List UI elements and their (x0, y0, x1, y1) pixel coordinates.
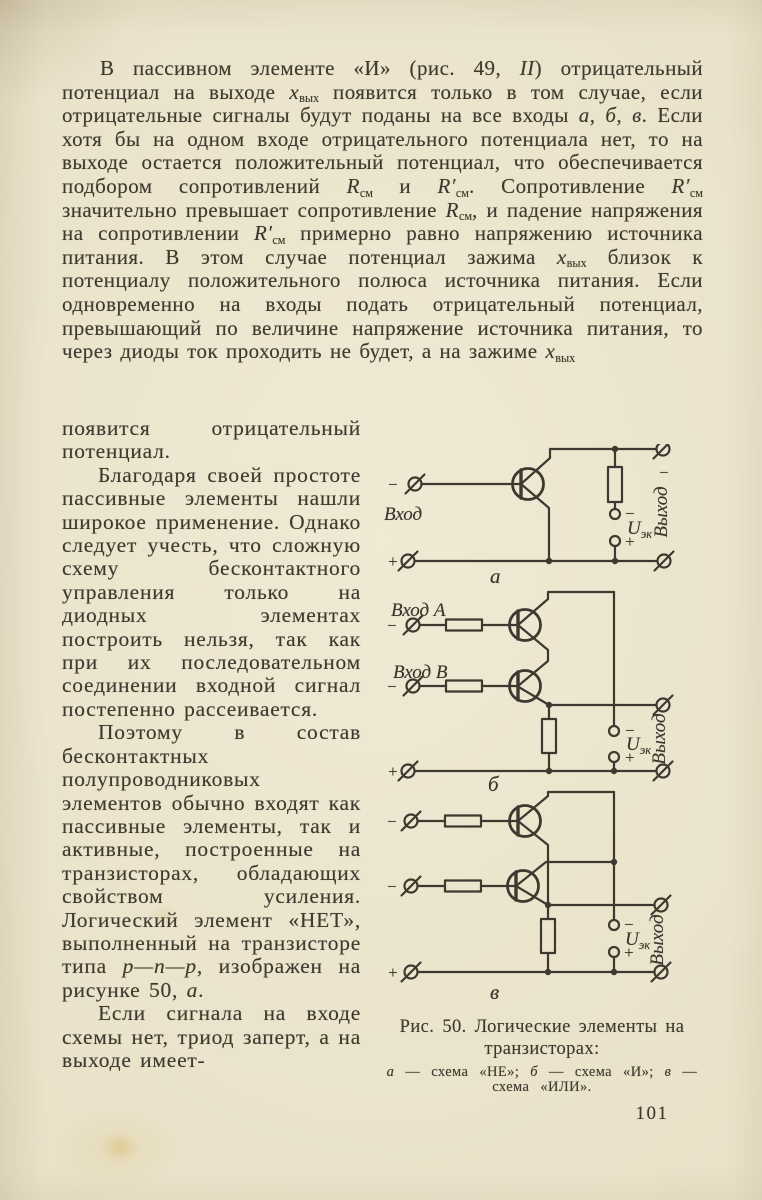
battery-minus-terminal-icon (607, 724, 621, 738)
bottom-plus-sign: + (387, 762, 398, 781)
junction-dot (545, 557, 553, 565)
junction-dot (610, 767, 618, 775)
junction-dot (544, 968, 552, 976)
input-a-label: Вход А (391, 600, 446, 621)
input-label: Вход (384, 504, 422, 525)
load-resistor (539, 917, 557, 955)
junction-dot (610, 968, 618, 976)
paragraph-active-elements: Поэтому в состав бесконтактных полупрово… (62, 720, 361, 1002)
input-1-terminal-icon (400, 810, 422, 832)
junction-dot (611, 557, 619, 565)
battery-plus-terminal-icon (607, 945, 621, 959)
input-b-minus-sign: − (386, 677, 397, 696)
page-number: 101 (635, 1103, 669, 1124)
output-label: Выход (647, 914, 668, 965)
bottom-plus-sign: + (387, 552, 398, 571)
caption-title: Рис. 50. Логические элементы на транзист… (399, 1017, 685, 1059)
load-resistor (540, 717, 558, 755)
output-top-terminal-icon (650, 894, 672, 916)
supply-voltage-label: Uэк (626, 734, 651, 757)
input-a-resistor (444, 618, 484, 632)
output-bottom-terminal-icon (653, 550, 675, 572)
circuit-and: Вход А Вход В − − − + + Uэк Выход б (386, 590, 674, 796)
junction-dot (544, 901, 552, 909)
battery-minus-sign: − (624, 721, 635, 740)
input-minus-sign: − (387, 475, 398, 494)
bottom-left-terminal-icon (400, 961, 422, 983)
input-2-resistor (443, 879, 483, 893)
circuit-or: − − − + + Uэк Выход в (386, 790, 672, 1004)
paragraph-no-signal: Если сигнала на входе схемы нет, триод з… (62, 1001, 361, 1072)
battery-plus-sign: + (624, 748, 635, 767)
paragraph-passive-elements: Благодаря своей простоте пассивные элеме… (62, 462, 361, 721)
battery-plus-terminal-icon (608, 534, 622, 548)
supply-voltage-label: Uэк (625, 929, 650, 952)
junction-dot (611, 445, 619, 453)
bottom-left-terminal-icon (397, 550, 419, 572)
circuit-not: − + − + − Uэк Вход Выход а (384, 444, 675, 588)
scheme-v-letter: в (490, 980, 499, 1004)
paragraph-continuation: появится отрицательный потенциал. (62, 416, 361, 464)
input-b-label: Вход В (393, 662, 448, 683)
battery-minus-sign: − (624, 504, 635, 523)
battery-minus-sign: − (623, 915, 634, 934)
output-top-terminal-icon (652, 694, 674, 716)
battery-minus-terminal-icon (608, 507, 622, 521)
output-polarity-minus-sign: − (658, 463, 669, 482)
input-1-resistor (443, 814, 483, 828)
battery-plus-sign: + (623, 943, 634, 962)
scheme-a-letter: а (490, 564, 501, 588)
input-terminal-icon (404, 473, 426, 495)
caption-legend: а — схема «НЕ»; б — схема «И»; в — схема… (386, 1064, 698, 1095)
battery-plus-terminal-icon (607, 750, 621, 764)
wires (413, 447, 659, 563)
output-label: Выход (649, 713, 670, 764)
output-top-terminal-icon (652, 444, 674, 460)
collector-resistor (606, 465, 624, 504)
input-2-terminal-icon (400, 875, 422, 897)
input-a-minus-sign: − (386, 616, 397, 635)
input-1-minus-sign: − (386, 812, 397, 831)
left-column: появится отрицательный потенциал. Благод… (62, 416, 361, 1072)
battery-plus-sign: + (624, 532, 635, 551)
junction-dot (545, 701, 553, 709)
junction-dot (545, 767, 553, 775)
wires (416, 790, 656, 974)
output-label: Выход (651, 486, 672, 537)
bottom-left-terminal-icon (397, 760, 419, 782)
scheme-b-letter: б (488, 772, 500, 796)
transistor-circuits-figure: − + − + − Uэк Вход Выход а (384, 444, 675, 1004)
figure-caption: Рис. 50. Логические элементы на транзист… (372, 1016, 712, 1095)
input-b-resistor (444, 679, 484, 693)
input-2-minus-sign: − (386, 877, 397, 896)
junction-dot (610, 858, 618, 866)
figure-50: − + − + − Uэк Вход Выход а (378, 444, 712, 1016)
intro-paragraph: В пассивном элементе «И» (рис. 49, II) о… (62, 56, 704, 365)
battery-minus-terminal-icon (607, 918, 621, 932)
bottom-plus-sign: + (387, 963, 398, 982)
supply-voltage-label: Uэк (627, 518, 652, 541)
